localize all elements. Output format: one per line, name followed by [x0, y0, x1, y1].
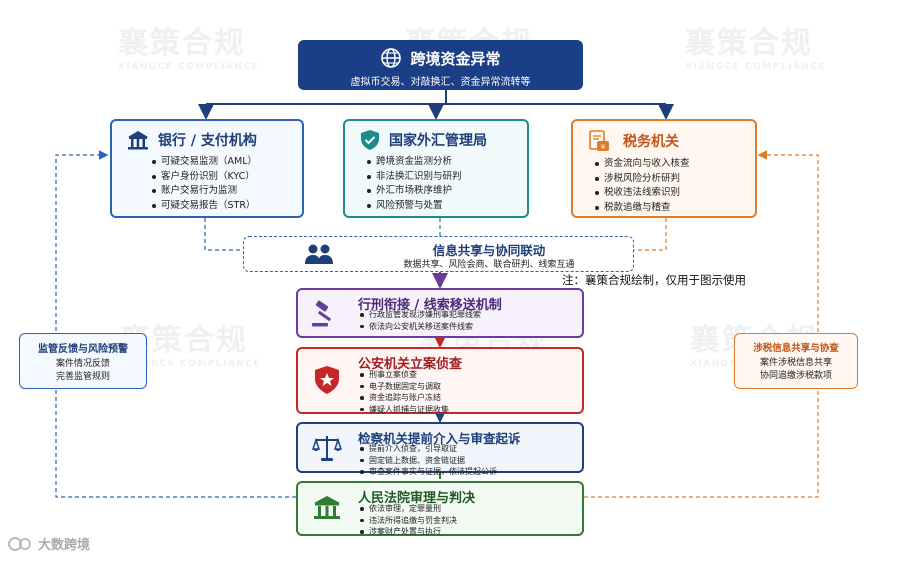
top-title: 跨境资金异常	[410, 49, 501, 68]
court-box: 人民法院审理与判决 依法审理，定罪量刑违法所得追缴与罚金判决涉案财产处置与执行	[296, 481, 584, 536]
tax-box: ¥ 税务机关 资金流向与收入核查涉税风险分析研判税收违法线索识别税款追缴与稽查	[571, 119, 757, 218]
logo-mark-icon	[8, 535, 34, 553]
left-item: 案件情况反馈	[55, 359, 110, 369]
bank-item: 客户身份识别（KYC）	[152, 170, 302, 185]
footer-logo-text: 大数跨境	[38, 538, 91, 553]
left-item: 完善监管规则	[55, 372, 110, 382]
court-item: 依法审理，定罪量刑	[360, 503, 457, 515]
bank-item: 可疑交易报告（STR）	[152, 199, 302, 214]
safe-item-list: 跨境资金监测分析非法换汇识别与研判外汇市场秩序维护风险预警与处置	[367, 155, 527, 213]
tax-item: 税收违法线索识别	[595, 186, 755, 201]
right-tax-share-item-list: 案件涉税信息共享协同追缴涉税款项	[735, 357, 857, 383]
police-title: 公安机关立案侦查	[358, 357, 463, 372]
link-title: 行刑衔接 / 线索移送机制	[358, 298, 502, 313]
link-box: 行刑衔接 / 线索移送机制 行政监管发现涉嫌刑事犯罪线索依法向公安机关移送案件线…	[296, 288, 584, 338]
gavel-icon	[310, 299, 340, 333]
attribution-note: 注：襄策合规绘制，仅用于图示使用	[562, 273, 746, 287]
procuratorate-box: 检察机关提前介入与审查起诉 提前介入侦查，引导取证固定链上数据、资金链证据审查案…	[296, 422, 584, 476]
safe-item: 外汇市场秩序维护	[367, 184, 527, 199]
left-feedback-item-list: 案件情况反馈完善监管规则	[20, 358, 146, 384]
court-item: 涉案财产处置与执行	[360, 526, 457, 538]
tax-item: 税款追缴与稽查	[595, 201, 755, 216]
procur-item: 审查案件事实与证据，依法提起公诉	[360, 466, 497, 478]
tax-item-list: 资金流向与收入核查涉税风险分析研判税收违法线索识别税款追缴与稽查	[595, 157, 755, 215]
tax-item: 涉税风险分析研判	[595, 172, 755, 187]
link-item: 依法向公安机关移送案件线索	[360, 321, 481, 333]
right-item: 协同追缴涉税款项	[759, 371, 832, 381]
procuratorate-item-list: 提前介入侦查，引导取证固定链上数据、资金链证据审查案件事实与证据，依法提起公诉	[360, 443, 497, 478]
shield-check-icon	[359, 129, 381, 151]
courthouse-icon	[312, 494, 342, 526]
scales-icon	[311, 433, 343, 467]
court-item: 违法所得追缴与罚金判决	[360, 515, 457, 527]
police-item: 刑事立案侦查	[360, 369, 449, 381]
bank-title: 银行 / 支付机构	[158, 133, 257, 149]
safe-title: 国家外汇管理局	[389, 133, 487, 149]
svg-text:¥: ¥	[601, 143, 606, 151]
bank-item: 可疑交易监测（AML）	[152, 155, 302, 170]
footer-logo: 大数跨境	[8, 534, 90, 553]
share-title: 信息共享与协同联动	[432, 243, 546, 258]
bank-item-list: 可疑交易监测（AML）客户身份识别（KYC）账户交易行为监测可疑交易报告（STR…	[152, 155, 302, 213]
tax-document-icon: ¥	[587, 129, 611, 153]
right-tax-share-title: 涉税信息共享与协查	[753, 343, 839, 354]
safe-item: 跨境资金监测分析	[367, 155, 527, 170]
info-share-box: 信息共享与协同联动 数据共享、风险会商、联合研判、线索互通	[243, 236, 634, 272]
tax-item: 资金流向与收入核查	[595, 157, 755, 172]
globe-icon	[380, 47, 402, 69]
police-box: 公安机关立案侦查 刑事立案侦查电子数据固定与调取资金追踪与账户冻结嫌疑人抓捕与证…	[296, 347, 584, 414]
police-badge-icon	[313, 365, 341, 399]
safe-item: 风险预警与处置	[367, 199, 527, 214]
court-item-list: 依法审理，定罪量刑违法所得追缴与罚金判决涉案财产处置与执行	[360, 503, 457, 538]
procur-item: 提前介入侦查，引导取证	[360, 443, 497, 455]
safe-box: 国家外汇管理局 跨境资金监测分析非法换汇识别与研判外汇市场秩序维护风险预警与处置	[343, 119, 529, 218]
safe-item: 非法换汇识别与研判	[367, 170, 527, 185]
procur-item: 固定链上数据、资金链证据	[360, 455, 497, 467]
court-title: 人民法院审理与判决	[358, 491, 476, 506]
link-item: 行政监管发现涉嫌刑事犯罪线索	[360, 309, 481, 321]
police-item-list: 刑事立案侦查电子数据固定与调取资金追踪与账户冻结嫌疑人抓捕与证据收集	[360, 369, 449, 415]
tax-title: 税务机关	[623, 134, 679, 150]
police-item: 资金追踪与账户冻结	[360, 392, 449, 404]
top-subtitle: 虚拟币交易、对敲换汇、资金异常流转等	[350, 77, 531, 88]
procuratorate-title: 检察机关提前介入与审查起诉	[358, 431, 521, 446]
people-icon	[304, 242, 334, 270]
police-item: 嫌疑人抓捕与证据收集	[360, 404, 449, 416]
police-item: 电子数据固定与调取	[360, 381, 449, 393]
bank-item: 账户交易行为监测	[152, 184, 302, 199]
right-tax-share-box: 涉税信息共享与协查 案件涉税信息共享协同追缴涉税款项	[734, 333, 858, 389]
top-event-box: 跨境资金异常 虚拟币交易、对敲换汇、资金异常流转等	[298, 40, 583, 90]
share-subtitle: 数据共享、风险会商、联合研判、线索互通	[403, 260, 575, 270]
bank-icon	[126, 129, 150, 151]
bank-box: 银行 / 支付机构 可疑交易监测（AML）客户身份识别（KYC）账户交易行为监测…	[110, 119, 304, 218]
left-feedback-box: 监管反馈与风险预警 案件情况反馈完善监管规则	[19, 333, 147, 389]
right-item: 案件涉税信息共享	[759, 358, 832, 368]
link-item-list: 行政监管发现涉嫌刑事犯罪线索依法向公安机关移送案件线索	[360, 309, 481, 332]
left-feedback-title: 监管反馈与风险预警	[38, 344, 128, 355]
